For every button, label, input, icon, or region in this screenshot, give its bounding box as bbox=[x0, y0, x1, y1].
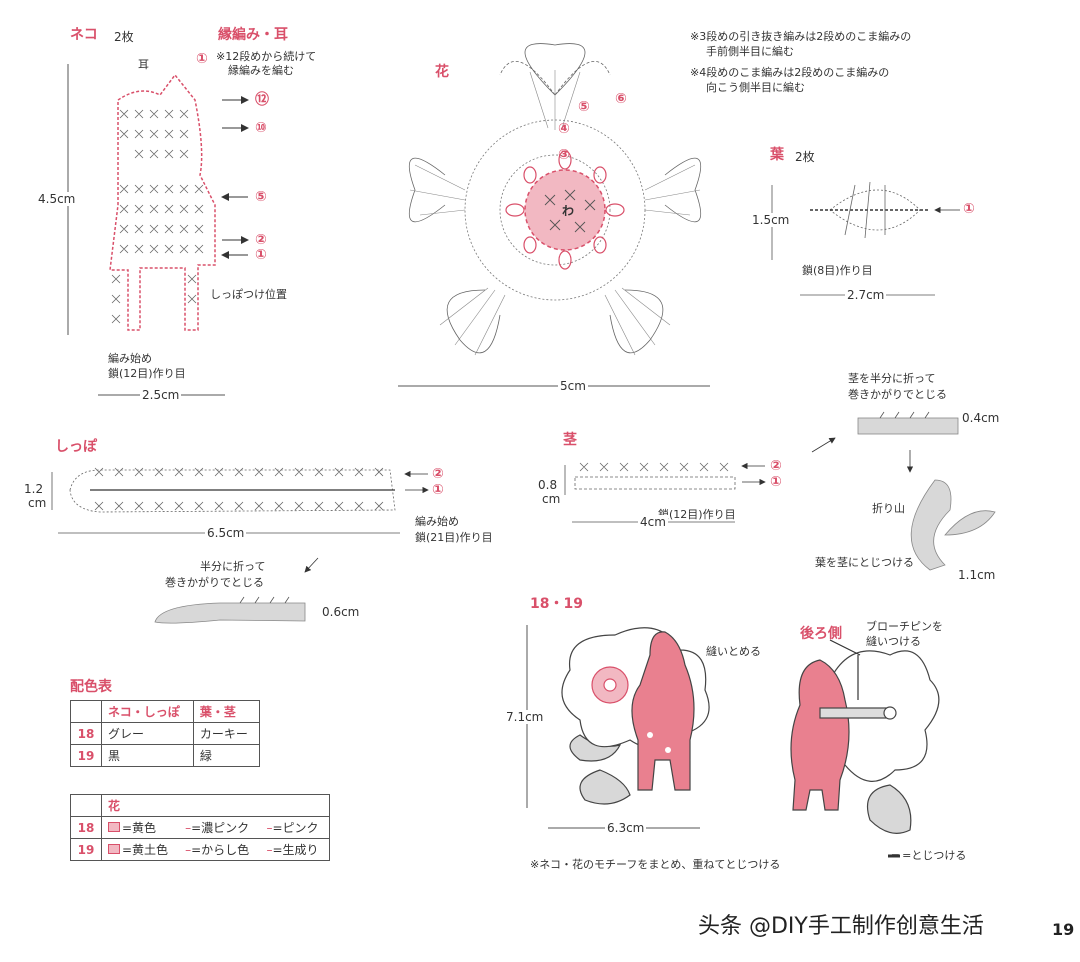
tail-start-1: 編み始め bbox=[415, 515, 459, 528]
cat-height: 4.5cm bbox=[38, 192, 76, 206]
assembly-note: ※ネコ・花のモチーフをまとめ、重ねてとじつける bbox=[530, 858, 781, 871]
edge-note-2: 縁編みを編む bbox=[228, 64, 294, 77]
flower-color-table: 花 18 =黄色 –=濃ピンク –=ピンク 19 =黄土色 –=からし色 –=生… bbox=[70, 794, 331, 861]
header-flower: 花 bbox=[101, 794, 330, 817]
tail-fold-2: 巻きかがりでとじる bbox=[165, 576, 264, 589]
flower-note-4: 向こう側半目に編む bbox=[706, 81, 805, 94]
cat-row-10: ⑩ bbox=[255, 120, 267, 136]
cat-start-1: 編み始め bbox=[108, 352, 152, 365]
flower-note-2: 手前側半目に編む bbox=[706, 45, 794, 58]
stem-row-1: ① bbox=[770, 474, 782, 490]
legend-label: ━ =とじつける bbox=[892, 849, 967, 862]
assembly-height: 7.1cm bbox=[506, 710, 544, 724]
cat-chart bbox=[67, 64, 249, 396]
flower-center-ring: わ bbox=[562, 204, 575, 218]
flower-title: 花 bbox=[435, 64, 449, 80]
flower-width: 5cm bbox=[558, 379, 588, 393]
leaf-chart bbox=[771, 181, 960, 296]
watermark: 头条 @DIY手工制作创意生活 bbox=[698, 914, 984, 939]
leaf-height: 1.5cm bbox=[752, 213, 790, 227]
swatch-solid bbox=[108, 844, 120, 854]
table-row: 19 =黄土色 –=からし色 –=生成り bbox=[70, 838, 331, 861]
stem-width: 4cm bbox=[638, 515, 668, 529]
ear-row-number: ① bbox=[196, 51, 208, 67]
tail-fold-size: 0.6cm bbox=[322, 605, 360, 619]
tail-chart bbox=[51, 467, 429, 624]
tail-width: 6.5cm bbox=[205, 526, 247, 540]
ear-label: 耳 bbox=[138, 58, 149, 71]
table-row: 18 グレー カーキー bbox=[70, 722, 261, 745]
cat-row-2: ② bbox=[255, 232, 267, 248]
tail-position-label: しっぽつけ位置 bbox=[210, 288, 287, 301]
stem-attach-size: 1.1cm bbox=[958, 568, 996, 582]
header-cat-tail: ネコ・しっぽ bbox=[101, 700, 194, 723]
tail-height-value: 1.2 bbox=[24, 482, 44, 496]
flower-row-6: ⑥ bbox=[615, 91, 627, 107]
leaf-width: 2.7cm bbox=[845, 288, 887, 302]
flower-row-4: ④ bbox=[558, 121, 570, 137]
leaf-chain: 鎖(8目)作り目 bbox=[802, 264, 873, 277]
cat-row-1: ① bbox=[255, 247, 267, 263]
stem-height-value: 0.8 bbox=[538, 478, 558, 492]
stem-row-2: ② bbox=[770, 458, 782, 474]
flower-chart bbox=[398, 43, 710, 387]
stem-attach-leaf: 葉を茎にとじつける bbox=[815, 556, 914, 569]
back-side-title: 後ろ側 bbox=[800, 626, 842, 642]
cat-row-12: ⑫ bbox=[255, 92, 269, 108]
leaf-title: 葉 bbox=[770, 147, 784, 163]
flower-note-3: ※4段めのこま編みは2段めのこま編みの bbox=[690, 66, 890, 79]
tail-fold-1: 半分に折って bbox=[200, 560, 266, 573]
assembly-sew-label: 縫いとめる bbox=[706, 645, 761, 658]
tail-height-unit: cm bbox=[28, 496, 47, 510]
stem-title: 茎 bbox=[563, 432, 577, 448]
edge-note-1: ※12段めから続けて bbox=[216, 50, 317, 63]
assembly-back bbox=[790, 639, 940, 834]
stem-chart bbox=[564, 411, 996, 571]
assembly-front bbox=[526, 625, 710, 829]
tail-title: しっぽ bbox=[55, 439, 97, 455]
stem-height-unit: cm bbox=[542, 492, 561, 506]
stem-fold-ridge: 折り山 bbox=[872, 502, 905, 515]
cat-count: 2枚 bbox=[114, 30, 134, 44]
tail-row-2: ② bbox=[432, 466, 444, 482]
swatch-solid bbox=[108, 822, 120, 832]
header-leaf-stem: 葉・茎 bbox=[192, 700, 261, 723]
cat-title: ネコ bbox=[70, 27, 98, 43]
stem-chain: 鎖(12目)作り目 bbox=[658, 508, 736, 521]
stem-fold-size: 0.4cm bbox=[962, 411, 1000, 425]
pin-label-2: 縫いつける bbox=[866, 635, 921, 648]
flower-note-1: ※3段めの引き抜き編みは2段めのこま編みの bbox=[690, 30, 912, 43]
color-table-header: ネコ・しっぽ 葉・茎 bbox=[70, 700, 261, 723]
leaf-count: 2枚 bbox=[795, 150, 815, 164]
pin-label-1: ブローチピンを bbox=[866, 620, 943, 633]
flower-table-header: 花 bbox=[70, 794, 330, 817]
flower-row-3: ③ bbox=[558, 147, 570, 163]
color-table-title: 配色表 bbox=[70, 679, 112, 695]
tail-row-1: ① bbox=[432, 482, 444, 498]
table-row: 18 =黄色 –=濃ピンク –=ピンク bbox=[70, 816, 331, 839]
stem-fold-2: 巻きかがりでとじる bbox=[848, 388, 947, 401]
cat-row-5: ⑤ bbox=[255, 189, 267, 205]
stem-fold-1: 茎を半分に折って bbox=[848, 372, 936, 385]
cat-width: 2.5cm bbox=[140, 388, 182, 402]
leaf-row-1: ① bbox=[963, 201, 975, 217]
assembly-title: 18・19 bbox=[530, 596, 583, 612]
flower-row-5: ⑤ bbox=[578, 99, 590, 115]
color-table: ネコ・しっぽ 葉・茎 18 グレー カーキー 19 黒 緑 bbox=[70, 700, 261, 767]
cat-start-2: 鎖(12目)作り目 bbox=[108, 367, 186, 380]
assembly-width: 6.3cm bbox=[605, 821, 647, 835]
edge-title: 縁編み・耳 bbox=[218, 27, 288, 43]
table-row: 19 黒 緑 bbox=[70, 744, 261, 767]
page-number: 19 bbox=[1052, 920, 1075, 939]
tail-start-2: 鎖(21目)作り目 bbox=[415, 531, 493, 544]
